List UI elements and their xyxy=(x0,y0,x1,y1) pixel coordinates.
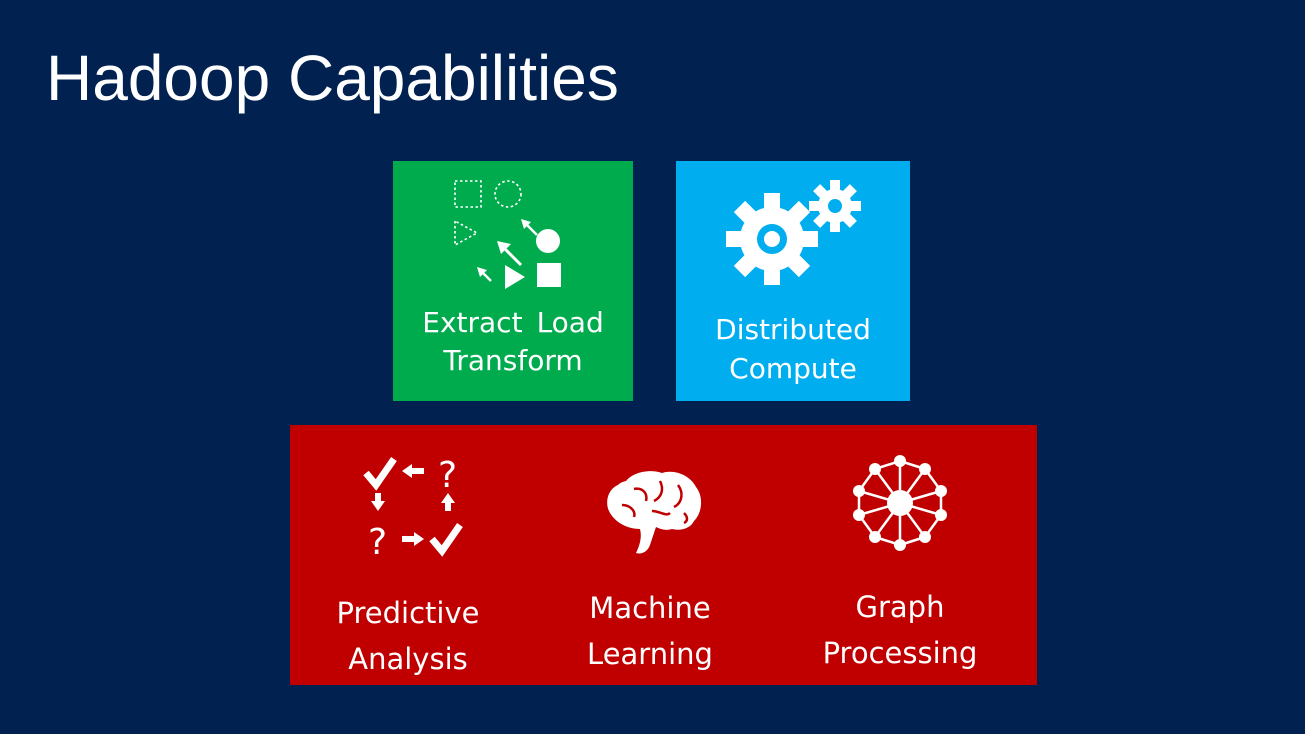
graph-network-icon xyxy=(853,455,947,551)
svg-text:?: ? xyxy=(438,455,457,496)
predictive-analysis-label: Predictive Analysis xyxy=(310,590,506,682)
predictive-label-line2: Analysis xyxy=(348,642,468,676)
brain-icon xyxy=(607,471,702,554)
etl-label-line1: Extract Load xyxy=(393,304,633,342)
compute-tile: Distributed Compute xyxy=(676,161,910,401)
etl-extract-word: Extract xyxy=(422,306,523,339)
gears-icon xyxy=(726,180,861,285)
etl-label: Extract Load Transform xyxy=(393,304,633,380)
machine-learning-label: Machine Learning xyxy=(552,585,748,677)
predictive-cycle-icon: ? ? xyxy=(363,455,463,560)
graph-label-line1: Graph xyxy=(855,590,945,624)
compute-label: Distributed Compute xyxy=(676,310,910,388)
compute-label-line1: Distributed xyxy=(715,313,871,346)
graph-label-line2: Processing xyxy=(822,636,978,670)
ml-label-line2: Learning xyxy=(587,637,713,671)
ml-label-line1: Machine xyxy=(589,591,711,625)
etl-load-word: Load xyxy=(536,306,604,339)
compute-label-line2: Compute xyxy=(729,352,857,385)
etl-tile: Extract Load Transform xyxy=(393,161,633,401)
analytics-tile: ? ? Predictive Analysis Machine Learning xyxy=(290,425,1037,685)
etl-label-line2: Transform xyxy=(443,344,583,377)
graph-processing-label: Graph Processing xyxy=(790,584,1010,676)
slide-title: Hadoop Capabilities xyxy=(46,42,619,114)
etl-shapes-icon xyxy=(454,180,561,289)
svg-text:?: ? xyxy=(368,522,387,560)
predictive-label-line1: Predictive xyxy=(336,596,480,630)
